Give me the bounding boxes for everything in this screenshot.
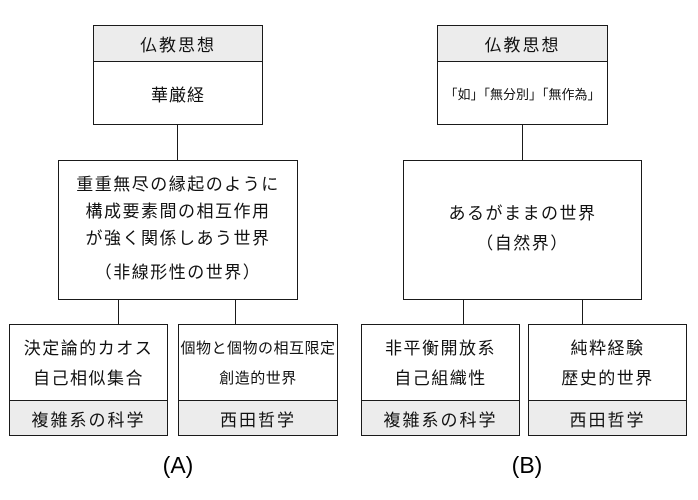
a-top-box-body: 華厳経 (151, 85, 205, 105)
b-connector-top (522, 125, 523, 160)
b-bottom-left-line-2: 自己組織性 (394, 368, 487, 388)
a-bottom-right-line-2: 創造的世界 (219, 369, 297, 387)
a-bottom-left-line-2: 自己相似集合 (33, 368, 144, 388)
a-connector-bottom-left (118, 300, 119, 324)
a-bottom-left-box: 決定論的カオス 自己相似集合 複雑系の科学 (9, 324, 168, 436)
b-connector-bottom-left (463, 300, 464, 324)
b-top-box-body: 「如」「無分別」「無作為」 (444, 86, 601, 102)
label-b: (B) (511, 452, 543, 478)
b-top-box: 仏教思想 「如」「無分別」「無作為」 (437, 25, 608, 125)
b-bottom-right-line-2: 歴史的世界 (561, 368, 654, 388)
a-bottom-left-footer: 複雑系の科学 (10, 400, 167, 435)
a-bottom-left-line-1: 決定論的カオス (23, 338, 154, 358)
b-top-box-header: 仏教思想 (438, 26, 607, 62)
b-middle-note: （自然界） (476, 234, 569, 253)
b-bottom-left-box: 非平衡開放系 自己組織性 複雑系の科学 (361, 324, 520, 436)
a-middle-line-3: が強く関係しあう世界 (85, 229, 271, 248)
b-bottom-right-line-1: 純粋経験 (570, 338, 645, 358)
b-bottom-right-body: 純粋経験 歴史的世界 (529, 325, 686, 402)
a-middle-line-2: 構成要素間の相互作用 (85, 202, 271, 221)
a-middle-note: （非線形性の世界） (94, 263, 262, 282)
a-middle-box: 重重無尽の縁起のように 構成要素間の相互作用 が強く関係しあう世界 （非線形性の… (58, 160, 298, 300)
a-top-box: 仏教思想 華厳経 (93, 25, 263, 125)
a-top-box-header: 仏教思想 (94, 26, 262, 62)
b-connector-bottom-right (582, 300, 583, 324)
b-bottom-right-box: 純粋経験 歴史的世界 西田哲学 (528, 324, 687, 436)
b-bottom-right-footer: 西田哲学 (529, 400, 686, 435)
a-bottom-right-body: 個物と個物の相互限定 創造的世界 (179, 325, 337, 402)
b-bottom-left-line-1: 非平衡開放系 (385, 338, 496, 358)
b-bottom-left-footer: 複雑系の科学 (362, 400, 519, 435)
a-bottom-right-line-1: 個物と個物の相互限定 (180, 339, 336, 357)
b-middle-line-1: あるがままの世界 (448, 204, 597, 223)
a-bottom-right-footer: 西田哲学 (179, 400, 337, 435)
a-connector-bottom-right (235, 300, 236, 324)
b-bottom-left-body: 非平衡開放系 自己組織性 (362, 325, 519, 402)
b-middle-box: あるがままの世界 （自然界） (403, 160, 642, 300)
a-middle-line-1: 重重無尽の縁起のように (76, 175, 280, 194)
a-bottom-right-box: 個物と個物の相互限定 創造的世界 西田哲学 (178, 324, 338, 436)
a-connector-top (177, 125, 178, 160)
a-bottom-left-body: 決定論的カオス 自己相似集合 (10, 325, 167, 402)
label-a: (A) (162, 452, 194, 478)
